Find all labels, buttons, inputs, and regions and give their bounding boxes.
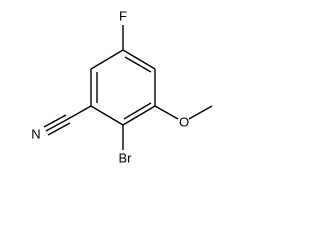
ring-bond-c1-c2-inner <box>124 56 152 73</box>
bond-c-cn <box>67 105 92 120</box>
ring-bond-c4-c5 <box>90 105 124 126</box>
triple-bond-line-2 <box>43 114 67 128</box>
ring-bond-c1-c2 <box>122 49 156 70</box>
atom-label-bromine: Br <box>119 151 133 166</box>
bond-o-ch3 <box>188 105 213 120</box>
atom-label-nitrogen: N <box>31 127 40 142</box>
atom-label-fluorine: F <box>119 9 127 24</box>
atom-label-oxygen: O <box>179 115 189 130</box>
ring-bond-c3-c4-inner <box>123 102 152 120</box>
ring-bond-c3-c4 <box>122 105 156 126</box>
bond-c-o <box>154 105 179 120</box>
triple-bond-line-1 <box>45 118 69 132</box>
chemical-structure-diagram: F O Br N <box>31 9 213 166</box>
structure-canvas: F O Br N <box>31 9 213 166</box>
ring-bond-c6-c1 <box>90 49 124 70</box>
triple-bond-line-3 <box>47 122 71 136</box>
